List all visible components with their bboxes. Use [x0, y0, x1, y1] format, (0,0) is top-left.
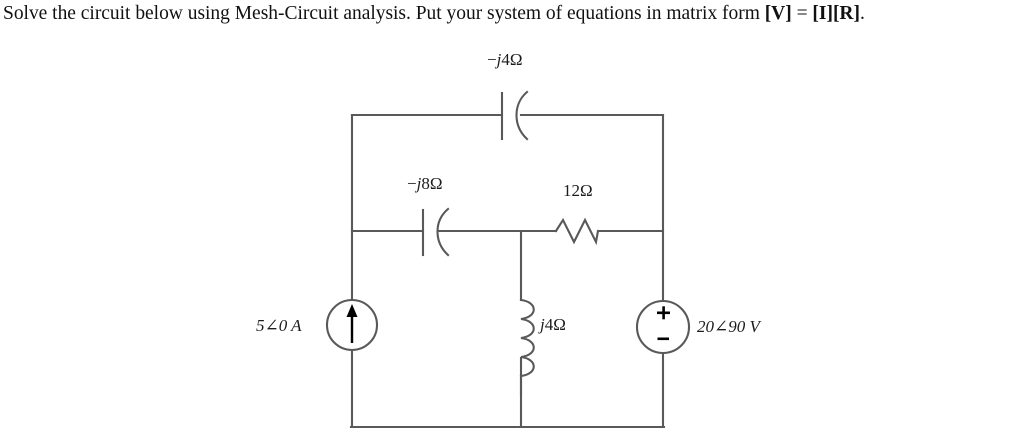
voltage-source-circle — [635, 299, 691, 355]
current-source-arrow — [346, 304, 358, 343]
circuit-schematic: −j4Ω −j8Ω 12Ω j4Ω 5∠0 A 20∠90 V — [256, 50, 762, 429]
matrix-v-symbol: [V] — [764, 3, 792, 24]
equals-sign: = — [791, 3, 813, 24]
resistor-12-ohm-label: 12Ω — [563, 181, 593, 200]
capacitor-middle-curved-plate — [436, 207, 450, 257]
capacitor-top-curved-plate — [515, 90, 529, 141]
matrix-i-symbol: [I] — [812, 3, 833, 24]
capacitor-middle-label: −j8Ω — [407, 174, 442, 193]
inductor-center-coils — [519, 298, 535, 378]
inductor-center-label: j4Ω — [538, 315, 566, 334]
current-source-circle — [325, 298, 379, 352]
matrix-r-symbol: [R] — [832, 3, 860, 24]
circuit-diagram: −j4Ω −j8Ω 12Ω j4Ω 5∠0 A 20∠90 V — [0, 34, 1024, 442]
voltage-source-label: 20∠90 V — [697, 317, 762, 336]
resistor-12-ohm-zigzag — [554, 217, 600, 246]
prompt-period: . — [859, 3, 865, 24]
problem-statement: Solve the circuit below using Mesh-Circu… — [3, 1, 1021, 27]
capacitor-top-label: −j4Ω — [487, 50, 522, 69]
prompt-segment-1: Solve the circuit below using Mesh-Circu… — [3, 3, 765, 24]
voltage-source-polarity — [657, 306, 670, 341]
current-source-label: 5∠0 A — [256, 316, 302, 335]
